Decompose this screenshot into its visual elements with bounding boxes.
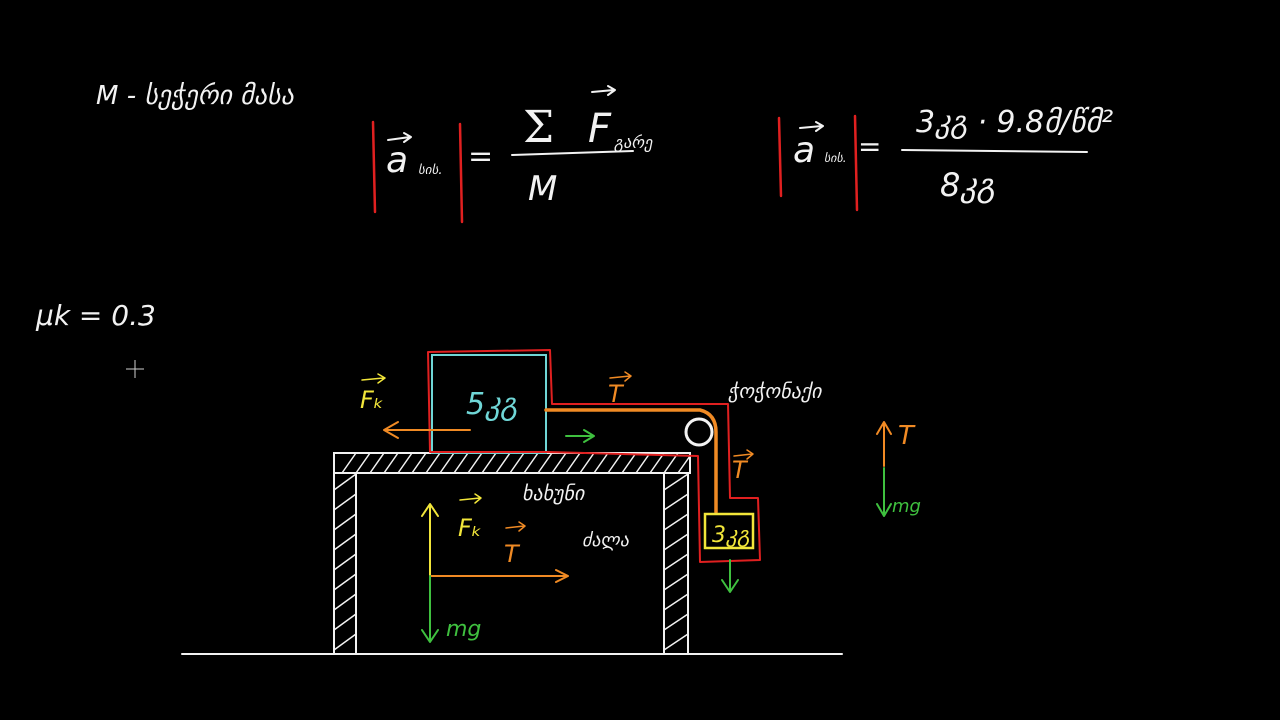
top-block-mass: 5კგ <box>466 387 518 422</box>
crosshair-cursor-icon <box>126 360 144 378</box>
formula-numeric: a სის. = 3კგ · 9.8მ/წმ² 8კგ <box>777 105 1113 212</box>
mass-note: M - სეჭერი მასა <box>96 81 295 111</box>
formula-numeric-lhs: a <box>793 130 815 171</box>
tension-mid-label: T <box>504 540 521 568</box>
formula-numeric-lhs-sub: სის. <box>824 151 847 165</box>
normal-force-label: Fₖ <box>458 514 482 542</box>
friction-label: Fₖ <box>360 386 384 414</box>
side-weight-label: mg <box>892 496 921 517</box>
formula-general-sigma: Σ <box>523 102 554 153</box>
top-block: 5კგ <box>427 349 761 563</box>
tension-side-label: T <box>732 456 749 484</box>
pulley-label: ჭოჭონაქი <box>727 379 823 403</box>
formula-numeric-numerator: 3კგ · 9.8მ/წმ² <box>916 105 1113 140</box>
table-label-secondary: ძალა <box>582 530 630 551</box>
formula-general: a სის. = Σ F გარე M <box>371 85 653 224</box>
table <box>333 452 691 655</box>
formula-general-lhs: a <box>386 140 408 181</box>
formula-general-force-sub: გარე <box>614 133 653 152</box>
weight-table-label: mg <box>446 617 481 642</box>
tension-top-label: T <box>608 380 625 408</box>
formula-numeric-denominator: 8კგ <box>940 166 996 204</box>
equals-sign-2: = <box>858 130 881 163</box>
pulley-icon <box>684 417 714 447</box>
table-label: ხახუნი <box>522 481 586 505</box>
side-tension-label: T <box>898 421 916 451</box>
friction-coefficient-note: μk = 0.3 <box>35 299 156 332</box>
formula-general-force: F <box>588 106 612 152</box>
formula-general-lhs-sub: სის. <box>418 163 442 178</box>
hanging-block-mass: 3კგ <box>712 523 750 548</box>
formula-general-denominator: M <box>528 169 557 209</box>
string <box>544 408 718 514</box>
hanging-block: 3კგ <box>703 512 755 593</box>
physics-diagram: 5კგ ჭოჭონაქი 3კგ Fₖ T T <box>181 349 921 655</box>
equals-sign-1: = <box>468 139 493 174</box>
